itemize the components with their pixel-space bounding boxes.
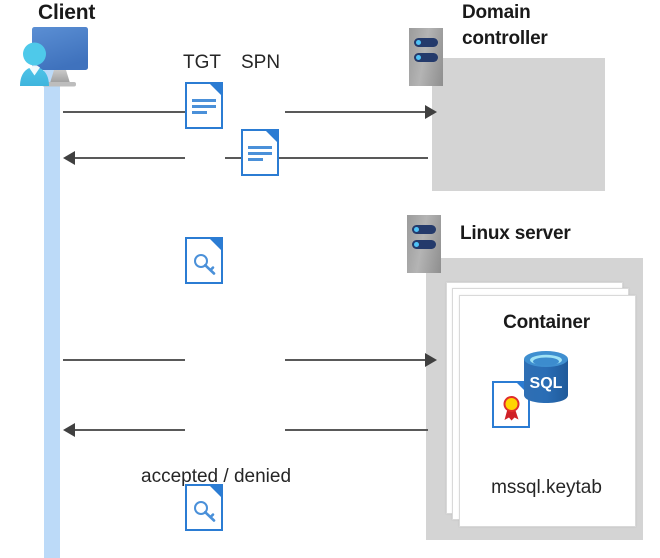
client-label: Client: [38, 1, 96, 24]
client-lifeline: [44, 68, 60, 558]
message-arrow-client-to-linux: [60, 351, 438, 369]
accepted-denied-label: accepted / denied: [141, 466, 292, 487]
message-arrow-linux-to-client: [60, 421, 438, 439]
sql-database-icon: SQL: [518, 348, 574, 406]
container-card-front: [459, 295, 636, 527]
message-arrow-client-to-dc: [60, 103, 438, 121]
domain-controller-label-line2: controller: [462, 28, 548, 49]
linux-server-rack-icon: [407, 215, 441, 273]
sql-icon-text: SQL: [530, 375, 563, 392]
client-monitor-user-icon: [10, 22, 110, 94]
service-ticket-key-document-icon: [185, 237, 223, 284]
domain-controller-panel: [432, 58, 605, 191]
service-ticket-key-document-icon-2: [185, 484, 223, 531]
container-label: Container: [503, 312, 590, 333]
tgt-label: TGT: [183, 52, 221, 73]
domain-controller-server-rack-icon: [409, 28, 443, 86]
linux-server-label: Linux server: [460, 223, 571, 244]
message-arrow-dc-to-client: [60, 149, 438, 167]
keytab-label: mssql.keytab: [491, 477, 602, 498]
domain-controller-label: Domain controller: [462, 0, 612, 52]
tgt-document-icon: [185, 82, 223, 129]
domain-controller-label-line1: Domain: [462, 2, 531, 23]
spn-document-icon: [241, 129, 279, 176]
spn-label: SPN: [241, 52, 281, 73]
